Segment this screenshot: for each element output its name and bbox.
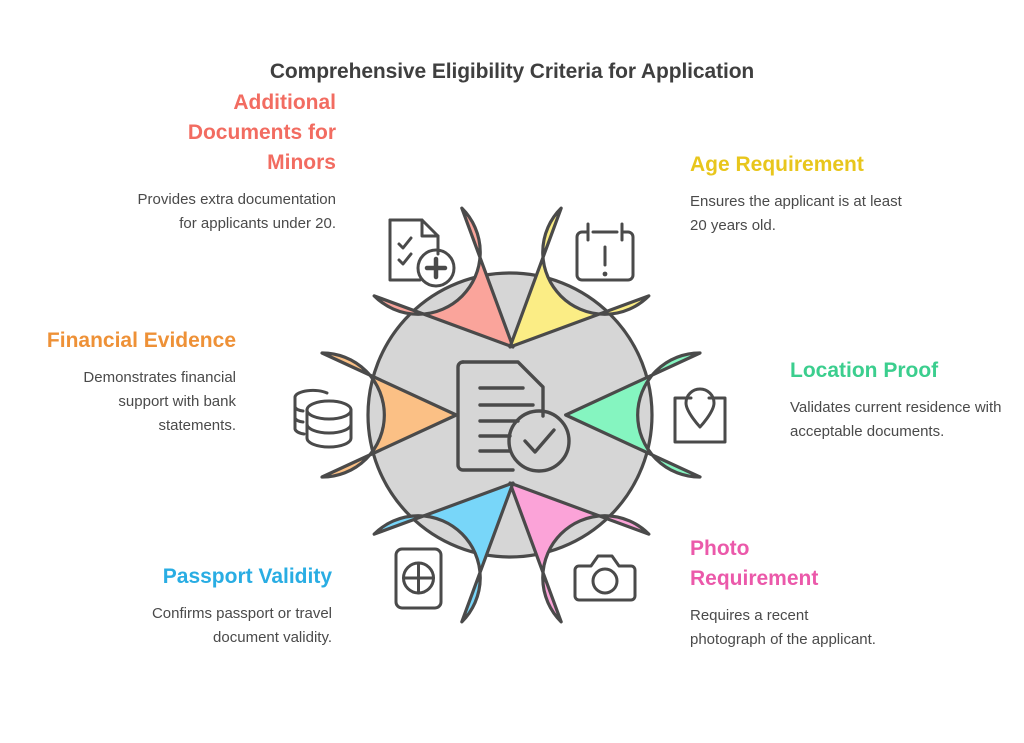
pin-age-requirement[interactable]	[508, 206, 651, 349]
camera-icon	[573, 554, 637, 602]
document-check-icon	[456, 360, 571, 473]
document-plus-icon	[388, 218, 456, 288]
map-pin-document-icon	[673, 387, 727, 444]
node-label-photo-requirement: Photo Requirement Requires a recent phot…	[690, 534, 880, 652]
calendar-alert-icon	[575, 222, 635, 282]
node-label-passport-validity: Passport Validity Confirms passport or t…	[120, 562, 332, 650]
node-body: Validates current residence with accepta…	[790, 399, 1002, 440]
node-label-additional-documents-for-minors: Additional Documents for Minors Provides…	[128, 88, 336, 236]
node-heading: Financial Evidence	[46, 329, 236, 352]
node-body: Provides extra documentation for applica…	[137, 191, 336, 232]
pin-location-proof[interactable]	[564, 315, 764, 515]
center-circle	[366, 271, 654, 559]
node-heading: Location Proof	[790, 359, 939, 382]
node-heading: Additional Documents for Minors	[187, 91, 336, 174]
pin-photo-requirement[interactable]	[508, 481, 651, 624]
pin-financial-evidence[interactable]	[258, 315, 458, 515]
coins-stack-icon	[293, 388, 353, 449]
node-heading: Passport Validity	[162, 565, 332, 588]
pin-passport-validity[interactable]	[372, 481, 515, 624]
node-label-age-requirement: Age Requirement Ensures the applicant is…	[690, 150, 920, 238]
page-title: Comprehensive Eligibility Criteria for A…	[269, 60, 755, 83]
node-body: Confirms passport or travel document val…	[151, 605, 332, 646]
node-body: Demonstrates financial support with bank…	[83, 369, 236, 434]
node-body: Ensures the applicant is at least 20 yea…	[690, 193, 902, 234]
passport-globe-icon	[394, 547, 443, 610]
node-body: Requires a recent photograph of the appl…	[690, 607, 876, 648]
node-label-financial-evidence: Financial Evidence Demonstrates financia…	[38, 326, 236, 438]
node-heading: Age Requirement	[690, 153, 864, 176]
node-label-location-proof: Location Proof Validates current residen…	[790, 356, 1004, 444]
pin-additional-documents-for-minors[interactable]	[372, 206, 515, 349]
node-heading: Photo Requirement	[690, 537, 819, 590]
